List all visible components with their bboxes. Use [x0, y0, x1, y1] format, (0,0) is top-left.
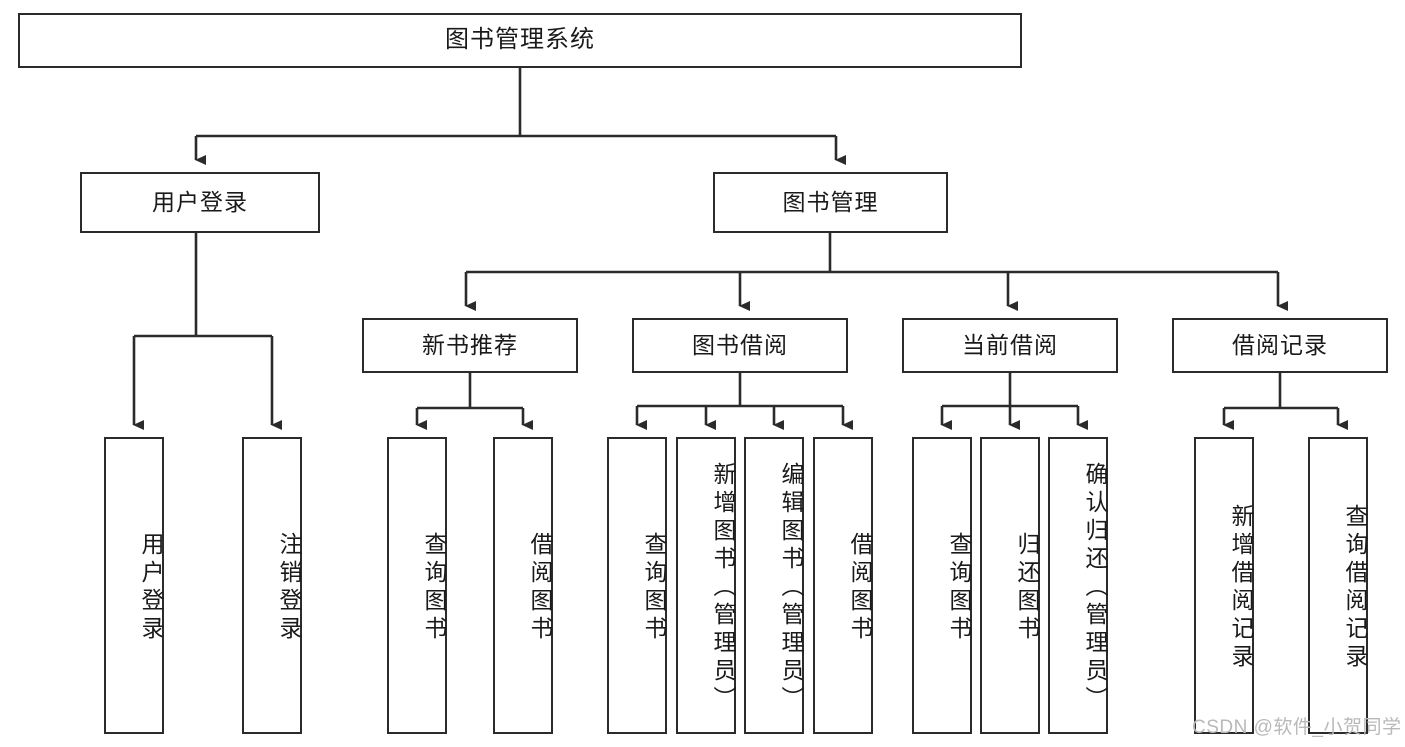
leaf-label: 借阅图书	[527, 531, 553, 644]
node-current-borrow[interactable]: 当前借阅	[902, 318, 1118, 373]
leaf-label: 确认归还（管理员）	[1082, 461, 1108, 714]
leaf-record-add[interactable]: 新增借阅记录	[1194, 437, 1254, 734]
leaf-borrow-add-book[interactable]: 新增图书（管理员）	[676, 437, 736, 734]
node-new-book-recommend[interactable]: 新书推荐	[362, 318, 578, 373]
leaf-record-query[interactable]: 查询借阅记录	[1308, 437, 1368, 734]
leaf-user-login-logout[interactable]: 注销登录	[242, 437, 302, 734]
leaf-label: 借阅图书	[847, 531, 873, 644]
leaf-label: 归还图书	[1014, 531, 1040, 644]
leaf-label: 新增图书（管理员）	[710, 461, 736, 714]
node-user-login[interactable]: 用户登录	[80, 172, 320, 233]
leaf-label: 注销登录	[276, 531, 302, 644]
node-book-borrow[interactable]: 图书借阅	[632, 318, 848, 373]
leaf-label: 编辑图书（管理员）	[778, 461, 804, 714]
leaf-user-login-login[interactable]: 用户登录	[104, 437, 164, 734]
leaf-label: 用户登录	[138, 531, 164, 644]
leaf-label: 查询图书	[946, 531, 972, 644]
leaf-new-book-borrow[interactable]: 借阅图书	[493, 437, 553, 734]
leaf-label: 查询图书	[641, 531, 667, 644]
node-root[interactable]: 图书管理系统	[18, 13, 1022, 68]
leaf-borrow-query-book[interactable]: 查询图书	[607, 437, 667, 734]
node-book-management[interactable]: 图书管理	[713, 172, 948, 233]
leaf-current-query-book[interactable]: 查询图书	[912, 437, 972, 734]
leaf-label: 查询借阅记录	[1342, 503, 1368, 672]
leaf-borrow-borrow-book[interactable]: 借阅图书	[813, 437, 873, 734]
leaf-current-confirm-return[interactable]: 确认归还（管理员）	[1048, 437, 1108, 734]
leaf-new-book-query[interactable]: 查询图书	[387, 437, 447, 734]
leaf-borrow-edit-book[interactable]: 编辑图书（管理员）	[744, 437, 804, 734]
leaf-label: 查询图书	[421, 531, 447, 644]
node-borrow-record[interactable]: 借阅记录	[1172, 318, 1388, 373]
leaf-label: 新增借阅记录	[1228, 503, 1254, 672]
csdn-watermark: CSDN @软件_小贺同学	[1192, 717, 1402, 738]
leaf-current-return-book[interactable]: 归还图书	[980, 437, 1040, 734]
